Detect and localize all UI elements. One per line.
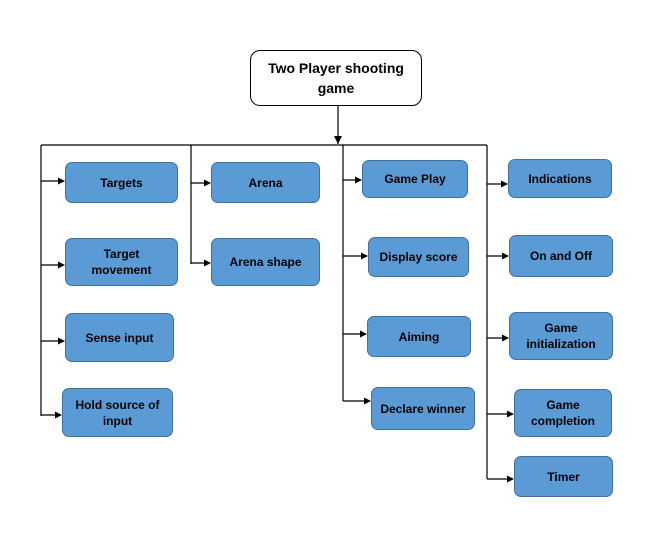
node-label: Game completion: [530, 398, 595, 428]
node-sense-input: Sense input: [65, 313, 174, 362]
node-label: On and Off: [530, 249, 592, 263]
branch-arrowhead-1-2: [58, 261, 65, 269]
node-label: Declare winner: [380, 401, 466, 416]
node-label: Targets: [100, 175, 143, 190]
branch-arrowhead-1-1: [58, 177, 65, 185]
node-game-completion: Game completion: [514, 389, 612, 437]
branch-arrowhead-4-1: [501, 180, 508, 188]
node-label: Target movement: [91, 247, 152, 277]
node-on-and-off: On and Off: [509, 235, 613, 277]
branch-arrowhead-4-2: [502, 252, 509, 260]
node-arena-shape: Arena shape: [211, 238, 320, 286]
node-label: Arena: [248, 175, 283, 190]
branch-arrowhead-4-3: [502, 334, 509, 342]
node-label: Sense input: [85, 330, 154, 345]
node-arena: Arena: [211, 162, 320, 203]
branch-arrowhead-4-5: [507, 475, 514, 483]
branch-arrowhead-3-1: [355, 176, 362, 184]
node-game-play: Game Play: [362, 160, 468, 198]
node-hold-source-of-input: Hold source of input: [62, 388, 173, 437]
branch-arrowhead-2-2: [204, 259, 211, 267]
node-display-score: Display score: [368, 237, 469, 277]
node-label: Game Play: [384, 172, 446, 186]
branch-arrowhead-1-3: [58, 337, 65, 345]
node-declare-winner: Declare winner: [371, 387, 475, 430]
root-node-label: Two Player shooting game: [268, 60, 404, 96]
branch-arrowhead-4-4: [507, 410, 514, 418]
node-targets: Targets: [65, 162, 178, 203]
node-game-initialization: Game initialization: [509, 312, 613, 360]
node-label: Arena shape: [229, 255, 302, 269]
node-label: Indications: [528, 171, 592, 186]
node-aiming: Aiming: [367, 316, 471, 357]
node-label: Hold source of input: [75, 397, 160, 428]
node-label: Display score: [379, 250, 458, 264]
root-node: Two Player shooting game: [250, 50, 422, 106]
node-target-movement: Target movement: [65, 238, 178, 286]
branch-arrowhead-1-4: [55, 411, 62, 419]
branch-arrowhead-2-1: [204, 179, 211, 187]
node-indications: Indications: [508, 159, 612, 198]
node-label: Timer: [547, 469, 580, 484]
node-label: Aiming: [398, 329, 440, 344]
branch-arrowhead-3-3: [360, 330, 367, 338]
node-label: Game initialization: [526, 321, 596, 351]
branch-arrowhead-3-2: [361, 252, 368, 260]
branch-arrowhead-3-4: [364, 397, 371, 405]
node-timer: Timer: [514, 456, 613, 497]
